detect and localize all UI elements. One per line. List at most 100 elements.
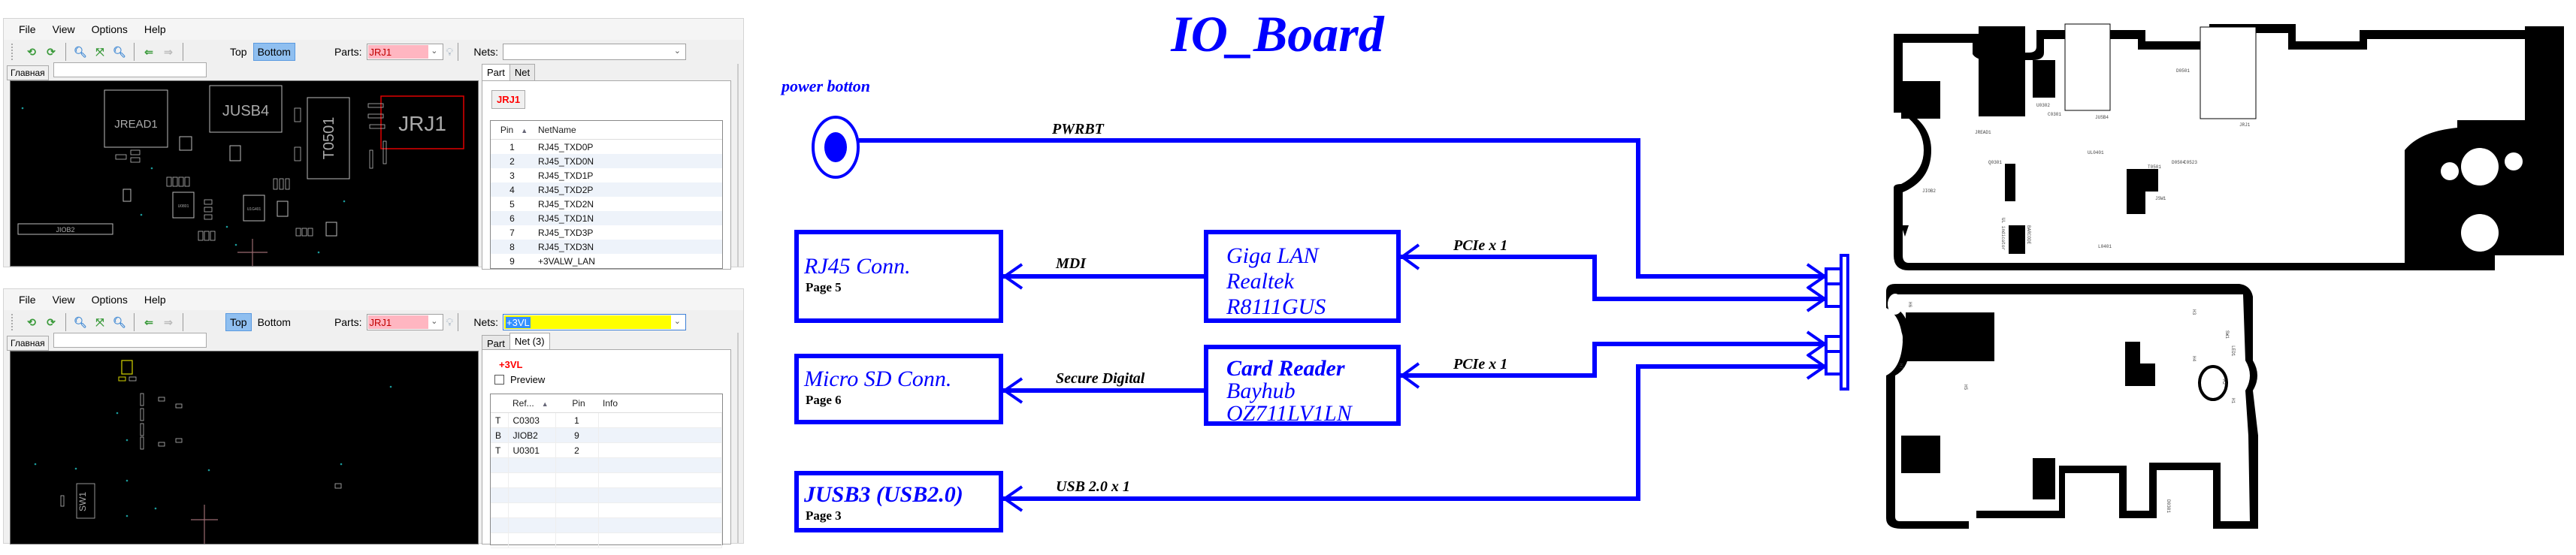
chevron-down-icon[interactable]: ⌄	[673, 47, 682, 56]
menu-help[interactable]: Help	[144, 294, 166, 306]
menu-help[interactable]: Help	[144, 23, 166, 35]
silk-label-jiob2: JIOB2	[1922, 189, 1936, 194]
menu-view[interactable]: View	[52, 294, 75, 306]
top-side-button[interactable]: Top	[225, 313, 252, 331]
rotate-left-icon[interactable]: ⟲	[27, 315, 36, 328]
column-ref[interactable]: Ref...▲	[508, 394, 555, 413]
chevron-down-icon[interactable]: ⌄	[431, 317, 438, 326]
chevron-down-icon[interactable]: ⌄	[431, 47, 438, 56]
pin-cell: 2	[555, 442, 599, 458]
table-row[interactable]: 9+3VALW_LAN	[491, 254, 722, 268]
silk-label-h6: H6	[1907, 302, 1912, 308]
nets-value-field[interactable]: +3VL	[504, 315, 672, 329]
parts-combobox[interactable]: JRJ1 ⌄	[366, 314, 443, 330]
fit-to-window-icon[interactable]: ⤧	[95, 45, 104, 58]
bottom-side-button[interactable]: Bottom	[252, 43, 295, 61]
checkbox-box[interactable]	[494, 375, 504, 385]
netname-cell: RJ45_TXD0N	[534, 154, 722, 168]
sort-ascending-icon: ▲	[541, 400, 549, 408]
lightbulb-icon[interactable]: 💡︎	[446, 315, 454, 328]
arrowhead-usb	[1002, 485, 1023, 512]
column-netname[interactable]: NetName	[534, 121, 722, 140]
tab-blank[interactable]	[53, 333, 207, 348]
menu-options[interactable]: Options	[91, 23, 128, 35]
ref-cell: C0303	[508, 412, 556, 428]
column-side[interactable]	[491, 394, 508, 413]
arrowhead-pcie-lan	[1399, 243, 1420, 270]
part-badge[interactable]: JRJ1	[491, 90, 526, 109]
silk-label-d0504: D0504	[2172, 160, 2185, 165]
preview-checkbox[interactable]: Preview	[494, 374, 545, 385]
part-outline-jusb4	[209, 85, 283, 133]
menu-file[interactable]: File	[19, 294, 36, 306]
scrollbar[interactable]	[737, 64, 739, 267]
pin-cell: 9	[509, 255, 515, 267]
tab-net[interactable]: Net (3)	[509, 333, 550, 352]
top-side-button[interactable]: Top	[230, 46, 247, 58]
board-canvas[interactable]: JREAD1 JUSB4 T0501 JRJ1 JIOB2 U0801 U1G4…	[10, 80, 479, 267]
toolbar-grip[interactable]	[11, 44, 16, 60]
tab-main[interactable]: Главная	[7, 336, 49, 351]
tab-blank[interactable]	[53, 62, 207, 77]
rotate-right-icon[interactable]: ⟳	[47, 45, 56, 58]
nets-combobox[interactable]: +3VL ⌄	[503, 314, 687, 330]
zoom-out-icon[interactable]: 🔍︎	[74, 315, 87, 328]
board-canvas[interactable]: SW1	[10, 351, 479, 544]
table-row[interactable]: 7 RJ45_TXD3P	[491, 225, 722, 240]
zoom-out-icon[interactable]: 🔍︎	[74, 45, 87, 58]
tab-main[interactable]: Главная	[7, 65, 49, 80]
menu-options[interactable]: Options	[91, 294, 128, 306]
parts-combobox[interactable]: JRJ1 ⌄	[366, 44, 443, 60]
empty-table-row	[491, 472, 722, 488]
arrowhead-pcie-card	[1399, 362, 1420, 389]
nets-combobox[interactable]: ⌄	[503, 44, 687, 60]
forward-arrow-icon[interactable]: ⇒	[164, 315, 173, 328]
netname-cell: RJ45_TXD3P	[538, 227, 594, 238]
block-microsd-title: Micro SD Conn.	[803, 366, 951, 391]
zoom-in-icon[interactable]: 🔍︎	[113, 315, 126, 328]
part-outline-jrj1-highlighted	[380, 95, 464, 149]
chevron-down-icon[interactable]: ⌄	[673, 317, 682, 326]
lightbulb-icon[interactable]: 💡︎	[446, 45, 454, 58]
menu-bar: File View Options Help	[4, 289, 743, 310]
menu-file[interactable]: File	[19, 23, 36, 35]
back-arrow-icon[interactable]: ⇐	[144, 45, 153, 58]
side-cell: T	[491, 442, 509, 458]
back-arrow-icon[interactable]: ⇐	[144, 315, 153, 328]
tab-net[interactable]: Net	[509, 64, 536, 81]
tab-part[interactable]: Part	[482, 335, 510, 352]
pin-cell: 7	[509, 227, 515, 238]
board-fill-top	[1903, 33, 2525, 263]
column-info[interactable]: Info	[598, 394, 722, 413]
scrollbar[interactable]	[737, 333, 739, 543]
silk-label-h7: H7	[1898, 363, 1903, 369]
fit-to-window-icon[interactable]: ⤧	[95, 315, 104, 328]
bottom-side-button[interactable]: Bottom	[257, 316, 291, 328]
column-pin[interactable]: Pin	[555, 394, 598, 413]
silk-label-q0301: Q0301	[1988, 160, 2002, 165]
toolbar-grip[interactable]	[11, 314, 16, 330]
netname-cell: RJ45_TXD1N	[534, 211, 722, 225]
side-cell	[491, 457, 509, 473]
rotate-right-icon[interactable]: ⟳	[47, 315, 56, 328]
column-pin[interactable]: Pin▲	[491, 121, 534, 140]
pin-cell: 8	[491, 240, 534, 254]
part-outline-t0501	[307, 97, 350, 179]
crosshair-icon	[191, 505, 218, 544]
rotate-left-icon[interactable]: ⟲	[27, 45, 36, 58]
forward-arrow-icon[interactable]: ⇒	[164, 45, 173, 58]
tab-part[interactable]: Part	[482, 64, 510, 81]
menu-view[interactable]: View	[52, 23, 75, 35]
zoom-in-icon[interactable]: 🔍︎	[113, 45, 126, 58]
silk-label-led1: LED1	[2230, 345, 2236, 357]
